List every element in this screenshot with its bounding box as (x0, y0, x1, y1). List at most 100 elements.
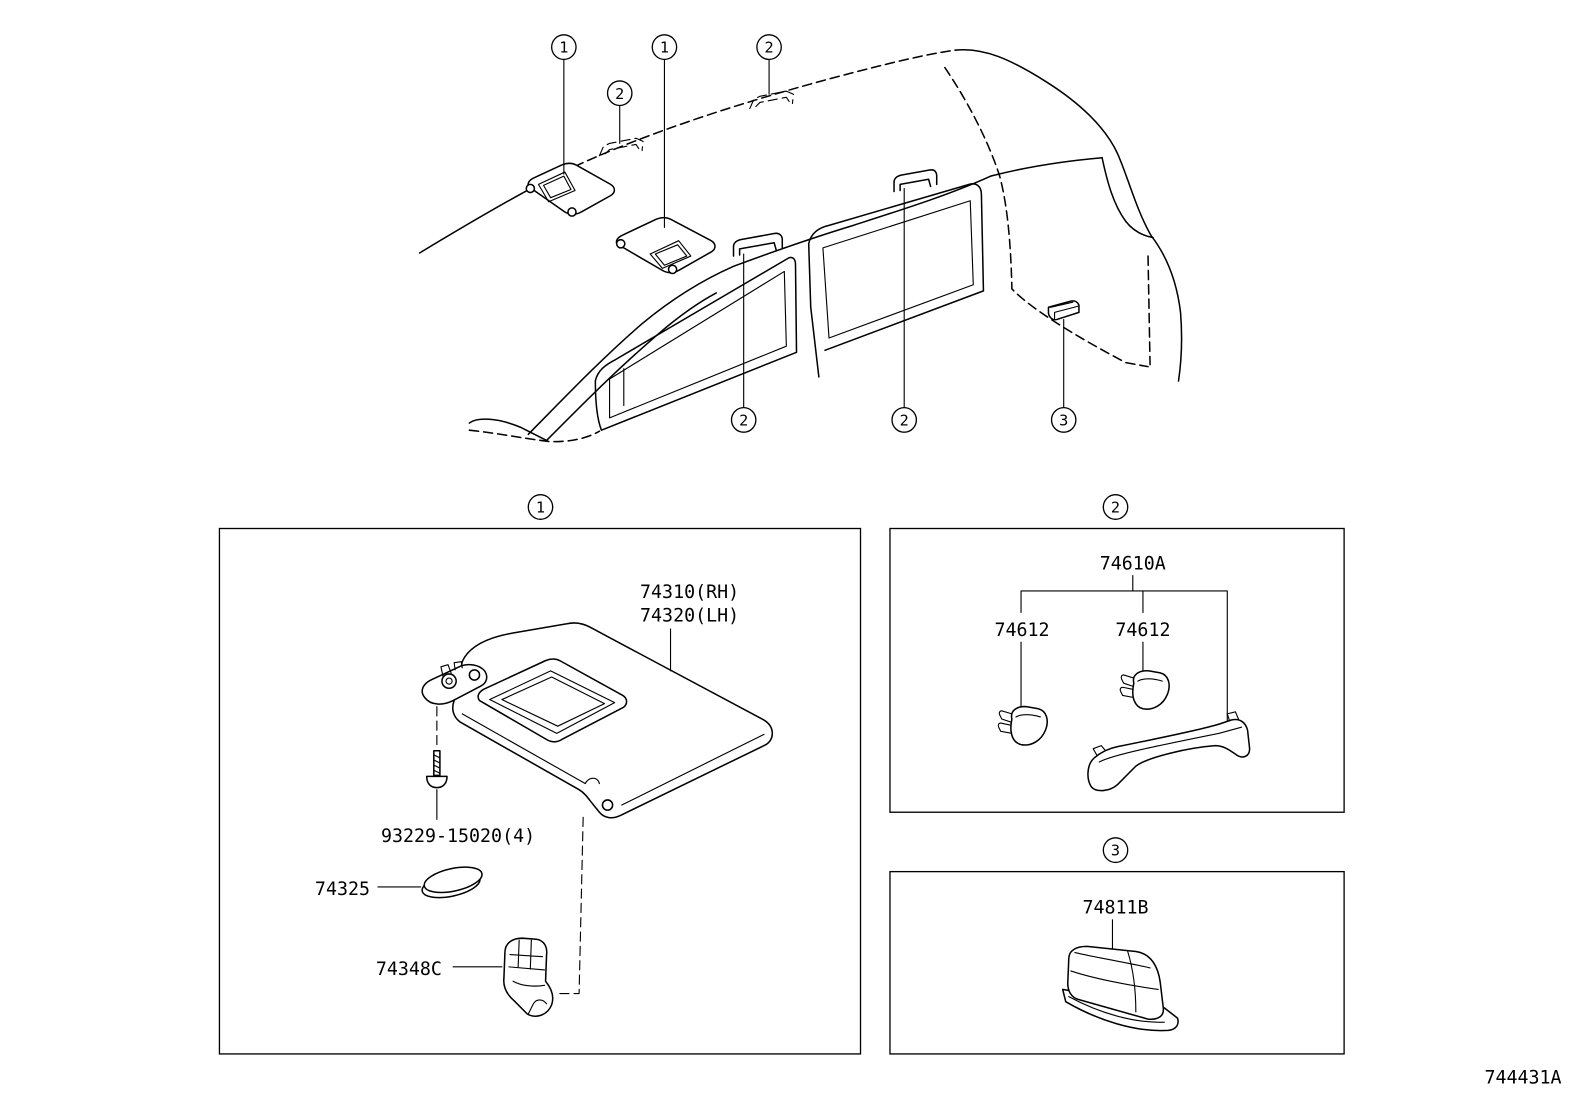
visor-hinge (525, 183, 536, 194)
screw-head (425, 775, 448, 789)
visor-holder-ribs (508, 939, 548, 1015)
assist-grip-drawing (1087, 711, 1251, 792)
cowl-hidden-line (468, 429, 601, 443)
part-label-visor-lh: 74320(LH) (640, 606, 739, 627)
visor-holder (667, 264, 678, 275)
grip-cover-right-drawing (1119, 670, 1170, 710)
callout-number: 1 (660, 39, 669, 57)
visor-hinge-prongs (440, 661, 463, 677)
visor-bottom-edge (621, 733, 765, 806)
callout-visor-left: 1 (551, 34, 577, 175)
visor-mirror-inner (542, 175, 572, 199)
part-label-visor-holder: 74348C (376, 959, 442, 980)
visor-mirror-frame (477, 658, 628, 743)
rear-window-top-line (989, 156, 1104, 177)
visor-pin-notch (584, 777, 600, 785)
panel-assist-grip: 2 74610A 74612 74612 (889, 494, 1345, 813)
callout-number: 2 (900, 412, 909, 430)
assist-grip-edge (1098, 726, 1243, 763)
grip-cover-body (1132, 670, 1170, 710)
panel-callout-number: 2 (1111, 499, 1120, 517)
overview-sun-visor-left (525, 162, 616, 217)
visor-lower-edge (461, 713, 586, 785)
callout-circle (730, 406, 757, 433)
callout-circle (551, 34, 577, 61)
rear-hatch-side-hidden-line (1147, 255, 1151, 366)
panel-callout-circle (1102, 494, 1129, 520)
roof-front-edge (418, 184, 538, 254)
part-label-grip-cover-right: 74612 (1115, 620, 1170, 641)
sun-visor-drawing (421, 622, 774, 819)
overview-assist-grips (598, 90, 938, 257)
visor-hinge-pivot (468, 669, 481, 681)
panel-callout-number: 1 (536, 499, 545, 517)
callout-number: 3 (1059, 412, 1068, 430)
assist-grip-tabs (1092, 711, 1240, 757)
grip-cover-prongs (1119, 674, 1135, 699)
roof-hook-edge (1049, 301, 1079, 320)
grip-assembly-bracket (1020, 575, 1228, 723)
overview-callouts: 1 1 2 2 2 (551, 34, 1077, 433)
callout-circle (651, 34, 678, 61)
visor-holder (567, 207, 577, 217)
panel-sun-visor: 1 74310(RH) 74320(LH) 93229-1 (218, 494, 862, 1055)
rear-door-glass (822, 200, 974, 339)
grip-cover-edge (1015, 714, 1041, 718)
panel-callout-circle (1102, 837, 1129, 864)
visor-holder-install-line (556, 816, 584, 995)
callout-circle (1050, 406, 1077, 433)
callout-roof-hook: 3 (1050, 318, 1077, 433)
visor-pin (601, 799, 614, 811)
grip-cover-left-drawing (997, 705, 1048, 746)
visor-cover-face (423, 866, 483, 894)
visor-mirror (537, 171, 576, 203)
part-label-roof-hook: 74811B (1082, 898, 1148, 919)
assist-grip-rear-near (893, 169, 938, 193)
assist-grip-body (1087, 718, 1251, 792)
visor-mirror-inner (654, 244, 688, 266)
a-pillar-inner (545, 292, 718, 442)
visor-hinge-screw-hole-inner (445, 677, 453, 685)
roof-hook-drawing (1061, 945, 1179, 1032)
visor-holder-drawing (452, 816, 584, 1017)
roof-hook-surface-lines (1070, 950, 1159, 1013)
visor-mirror-bezel (489, 670, 616, 734)
callout-number: 2 (764, 39, 773, 57)
part-label-grip-assembly: 74610A (1100, 553, 1166, 574)
callout-visor-right: 1 (651, 34, 678, 228)
screw-thread (433, 754, 441, 774)
roof-rear-edge (954, 48, 1183, 382)
callout-grip-rear-far: 2 (756, 34, 782, 95)
overview-sun-visor-right (615, 216, 716, 275)
rear-pillar-line (1101, 157, 1154, 239)
visor-mirror (649, 240, 692, 269)
callout-grip-rear-near: 2 (891, 187, 918, 433)
callout-circle (891, 406, 918, 433)
callout-grip-front-far: 2 (606, 80, 633, 144)
assist-grip-front-near (732, 232, 784, 257)
panel-roof-hook: 3 74811B (889, 837, 1345, 1055)
visor-hinge (615, 238, 626, 249)
panel-frame (218, 527, 862, 1055)
a-pillar-outer (527, 265, 735, 436)
rear-hatch-hidden-line (944, 66, 1149, 368)
grip-cover-body (1010, 705, 1048, 746)
screw-drawing (425, 706, 448, 820)
callout-number: 1 (559, 39, 568, 57)
part-label-visor-rh: 74310(RH) (640, 582, 739, 603)
roof-side-rail (732, 175, 992, 268)
part-label-grip-cover-left: 74612 (995, 620, 1050, 641)
callout-circle (756, 34, 782, 61)
panel-frame (889, 527, 1345, 813)
callout-circle (606, 80, 633, 107)
visor-body (452, 622, 774, 819)
vehicle-overview: 1 1 2 2 2 (418, 34, 1183, 443)
roof-top-edge-hidden (535, 49, 956, 187)
grip-cover-prongs (997, 710, 1013, 734)
grip-cover-edge (1137, 678, 1163, 682)
front-door-glass (609, 270, 787, 419)
rear-door-edge (807, 242, 820, 378)
visor-mirror-glass (501, 676, 606, 727)
overview-roof-hook (1047, 300, 1080, 321)
